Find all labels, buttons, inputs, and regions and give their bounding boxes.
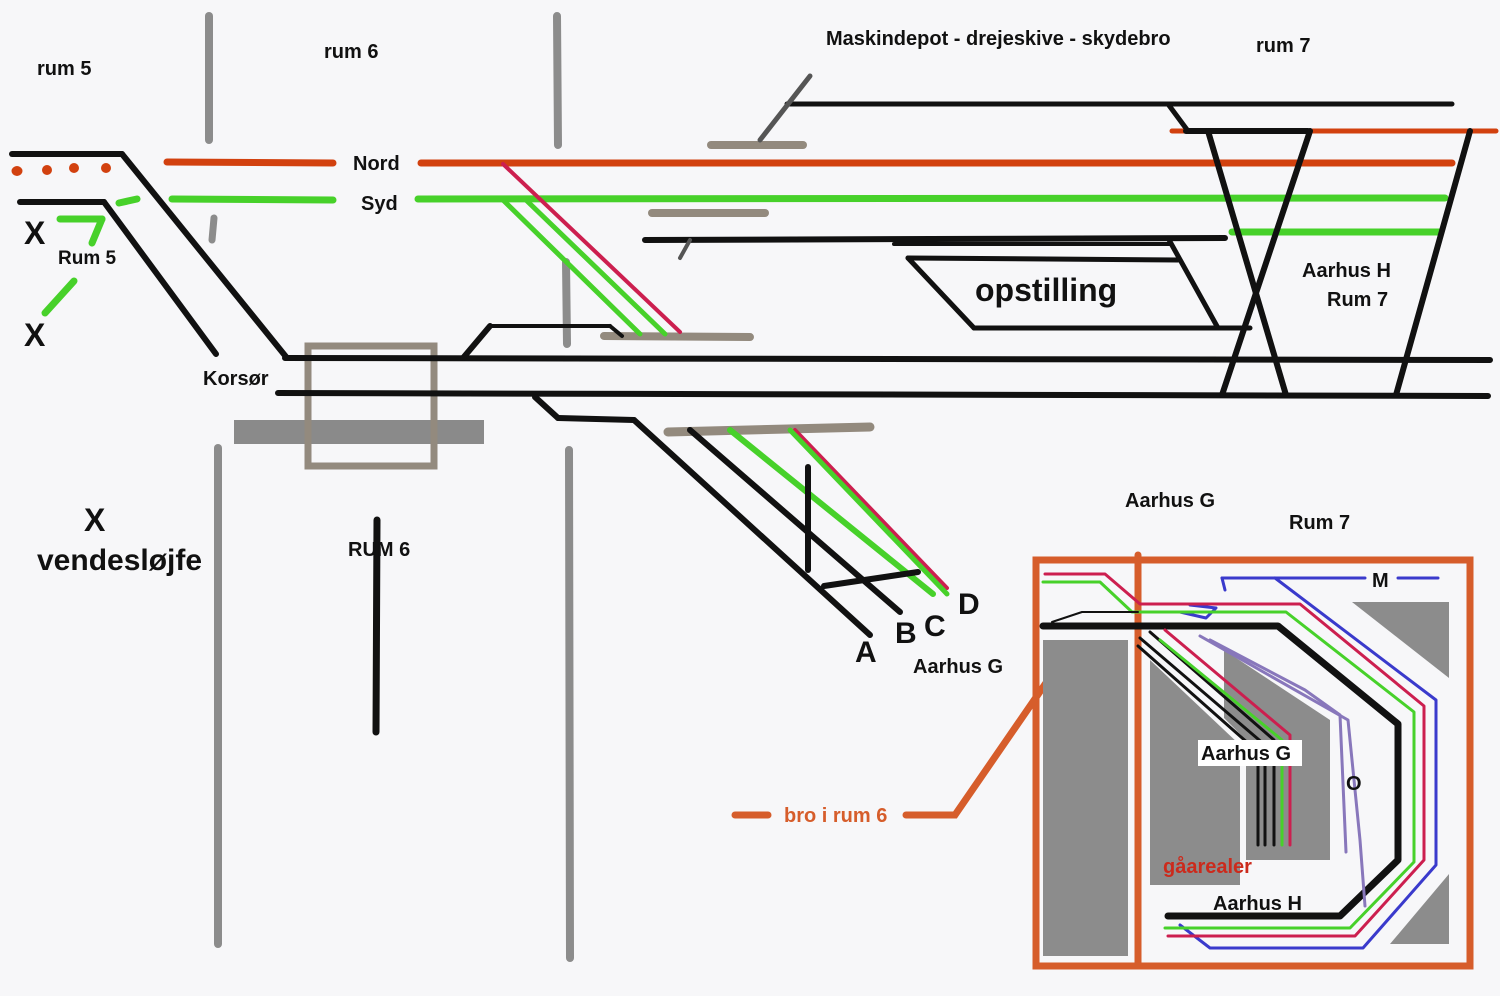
syd-label: Syd <box>361 193 398 215</box>
track-d-label: D <box>958 588 980 621</box>
aarhus-g-tracks-label: Aarhus G <box>913 656 1003 678</box>
rum6-mid-label: RUM 6 <box>348 539 410 561</box>
platforms <box>234 141 875 470</box>
inset-gaarealer-label: gåarealer <box>1163 855 1252 878</box>
track-a-label: A <box>855 636 877 669</box>
aarhus-h-label: Aarhus H <box>1302 260 1391 282</box>
x-label-2: X <box>24 317 46 353</box>
rum5-mid-label: Rum 5 <box>58 248 117 269</box>
nord-dots <box>12 163 111 176</box>
syd-track <box>41 194 1449 317</box>
track-b-label: B <box>895 617 917 650</box>
rum5-top-label: rum 5 <box>37 58 91 80</box>
inset-aarhus-g-bg <box>1198 740 1302 766</box>
korsoer-label: Korsør <box>203 368 269 390</box>
rum7-box-label: Rum 7 <box>1289 512 1350 534</box>
x-label-1: X <box>24 215 46 251</box>
nord-track <box>11 128 1499 176</box>
maskindepot-label: Maskindepot - drejeskive - skydebro <box>826 28 1171 50</box>
opstilling-label: opstilling <box>975 272 1117 308</box>
labels: rum 5 rum 6 Maskindepot - drejeskive - s… <box>24 28 1391 915</box>
branch-diagonals <box>500 162 950 597</box>
rum6-top-label: rum 6 <box>324 41 378 63</box>
bro-i-rum6-label: bro i rum 6 <box>784 805 887 827</box>
inset-o-label: O <box>1346 773 1362 795</box>
inset-aarhus-h-label: Aarhus H <box>1213 893 1302 915</box>
track-c-label: C <box>924 610 946 643</box>
aarhus-g-top-label: Aarhus G <box>1125 490 1215 512</box>
inset-m-label: M <box>1372 570 1389 592</box>
nord-label: Nord <box>353 153 400 175</box>
rum7-right-label: Rum 7 <box>1327 289 1388 311</box>
vendesloejfe-label: vendesløjfe <box>37 544 202 577</box>
inset-aarhus-g-label: Aarhus G <box>1201 743 1291 765</box>
x-label-3: X <box>84 502 106 538</box>
room-walls <box>205 12 574 962</box>
rum7-top-label: rum 7 <box>1256 35 1310 57</box>
main-tracks <box>9 73 1493 736</box>
